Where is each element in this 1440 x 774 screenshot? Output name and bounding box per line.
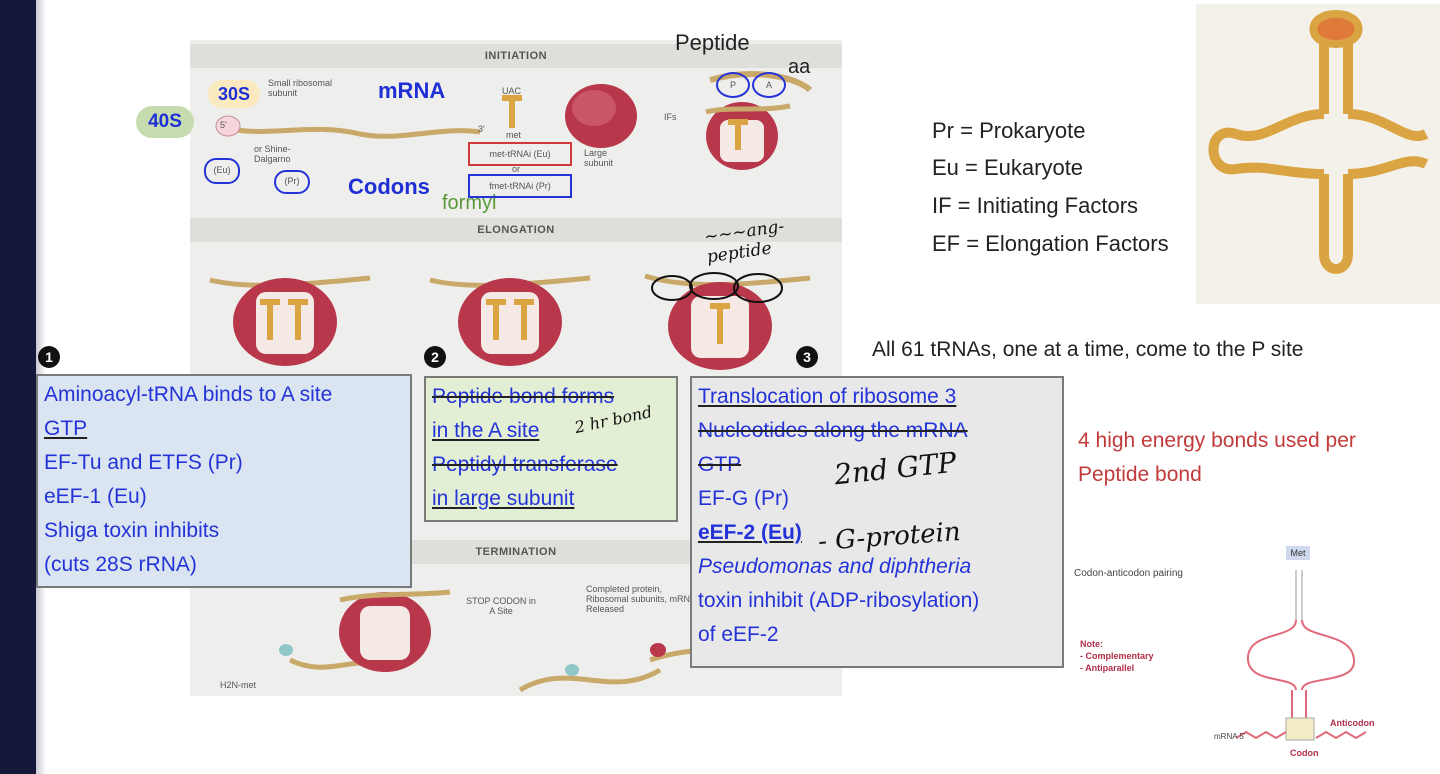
codon-anticodon-note: Note: - Complementary - Antiparallel (1080, 638, 1154, 674)
label-40s: 40S (136, 106, 194, 138)
note-antiparallel: - Antiparallel (1080, 663, 1135, 673)
initiator-trna (502, 95, 522, 128)
box3-line-7: toxin inhibit (ADP-ribosylation) (698, 589, 980, 612)
mrna-5prime-label: mRNA 5' (1214, 732, 1246, 741)
label-a-site: A (752, 72, 786, 98)
initiation-cap (215, 115, 241, 137)
label-small-subunit: Small ribosomal subunit (268, 78, 333, 98)
label-or: or (512, 164, 521, 174)
label-eu-circle: (Eu) (204, 158, 240, 184)
label-met: met (506, 130, 522, 140)
label-uac: UAC (502, 86, 522, 96)
legend-item-eu: Eu = Eukaryote (932, 155, 1084, 180)
box3-line-2: Nucleotides along the mRNA (698, 419, 968, 442)
label-shine-dalgarno: or Shine-Dalgarno (254, 144, 291, 164)
anticodon-label: Anticodon (1330, 718, 1375, 728)
label-met-trna-eu: met-tRNAi (Eu) (468, 142, 572, 166)
box3-line-5: eEF-2 (Eu) (698, 521, 802, 544)
box1-line-4: eEF-1 (Eu) (44, 485, 147, 508)
box1-line-1: Aminoacyl-tRNA binds to A site (44, 383, 333, 406)
energy-note: 4 high energy bonds used per Peptide bon… (1078, 424, 1356, 492)
label-pr-circle: (Pr) (274, 170, 310, 194)
step-3-badge: 3 (796, 346, 818, 368)
legend-item-if: IF = Initiating Factors (932, 193, 1139, 218)
box1-line-3: EF-Tu and ETFS (Pr) (44, 451, 243, 474)
box1-line-5: Shiga toxin inhibits (44, 519, 220, 542)
box-step-3: Translocation of ribosome 3 Nucleotides … (690, 376, 1064, 668)
box3-line-6: Pseudomonas and diphtheria (698, 555, 972, 578)
step-2-badge: 2 (424, 346, 446, 368)
box2-line-1: Peptide bond forms (432, 385, 615, 408)
box1-line-2: GTP (44, 417, 88, 440)
label-h2n-met: H2N-met (220, 680, 257, 690)
trna-structure-figure (1196, 4, 1440, 304)
label-p-site: P (716, 72, 750, 98)
label-5prime: 5' (220, 120, 227, 130)
codon-met-label: Met (1286, 546, 1310, 560)
trna-cloverleaf-svg (1208, 9, 1429, 274)
energy-note-line-2: Peptide bond (1078, 463, 1202, 486)
box3-line-4: EF-G (Pr) (698, 487, 789, 510)
label-stop-codon: STOP CODON in A Site (466, 596, 536, 616)
codon-anticodon-title: Codon-anticodon pairing (1074, 568, 1183, 579)
label-30s: 30S (208, 80, 260, 108)
label-fmet-trna-pr: fmet-tRNAi (Pr) (468, 174, 572, 198)
box1-line-6: (cuts 28S rRNA) (44, 553, 197, 576)
initiation-header: INITIATION (190, 44, 842, 68)
label-codons: Codons (348, 174, 430, 199)
left-window-edge (0, 0, 46, 774)
box2-line-3: Peptidyl transferase (432, 453, 618, 476)
label-peptide: Peptide (675, 30, 750, 55)
initiation-mrna-strand (224, 125, 481, 139)
note-title: Note: (1080, 639, 1103, 649)
ribosome-illustration (209, 71, 841, 693)
legend-item-pr: Pr = Prokaryote (932, 118, 1086, 143)
box-step-1: Aminoacyl-tRNA binds to A site GTP EF-Tu… (36, 374, 412, 588)
box-step-2: Peptide bond forms in the A site Peptidy… (424, 376, 678, 522)
codon-trna-svg (1236, 570, 1367, 741)
box2-line-4: in large subunit (432, 487, 575, 510)
label-aa: aa (788, 56, 811, 78)
box3-line-3: GTP (698, 453, 742, 476)
note-complementary: - Complementary (1080, 651, 1154, 661)
label-mrna: mRNA (378, 78, 446, 103)
legend-item-ef: EF = Elongation Factors (932, 231, 1169, 256)
box3-line-8: of eEF-2 (698, 623, 779, 646)
step-1-badge: 1 (38, 346, 60, 368)
label-large-subunit: Large subunit (584, 148, 614, 168)
codon-label: Codon (1290, 748, 1319, 758)
label-completed-protein: Completed protein, Ribosomal subunits, m… (586, 584, 696, 614)
box3-line-1: Translocation of ribosome 3 (698, 385, 957, 408)
elongation-header: ELONGATION (190, 218, 842, 242)
energy-note-line-1: 4 high energy bonds used per (1078, 429, 1356, 452)
label-3prime: 3' (478, 124, 485, 134)
box2-line-2: in the A site (432, 419, 540, 442)
trna-p-site-note: All 61 tRNAs, one at a time, come to the… (872, 338, 1304, 361)
label-ifs: IFs (664, 112, 677, 122)
